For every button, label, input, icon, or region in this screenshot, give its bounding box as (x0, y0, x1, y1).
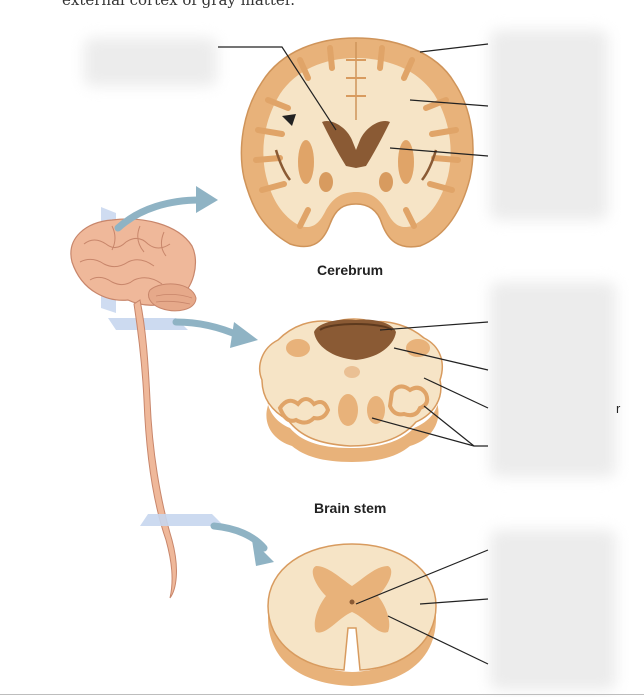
leader-white-matter (409, 99, 489, 107)
whole-brain-illustration (70, 207, 224, 599)
small-spinal-cord (133, 299, 177, 599)
arrow-to-cerebrum (114, 196, 204, 232)
bottom-divider (0, 694, 644, 695)
caption-cerebrum: Cerebrum (317, 262, 384, 278)
leader-lines (218, 43, 489, 665)
label-box-cerebrum-right[interactable] (490, 30, 608, 220)
cerebrum-white-matter (263, 58, 451, 228)
spinal-side (268, 600, 436, 686)
leader-cortex (419, 43, 489, 53)
leader-bs-2 (393, 347, 489, 371)
label-box-left-top[interactable] (84, 38, 217, 86)
spinal-gray-matter (312, 566, 392, 633)
spinal-cord-section (267, 543, 437, 686)
leader-sc-1 (355, 549, 489, 605)
leader-bs-1 (379, 321, 489, 331)
leader-left-top (218, 46, 337, 131)
small-brain (70, 218, 197, 306)
olive-left (277, 397, 331, 425)
olive-right (387, 384, 430, 418)
leader-sc-3 (387, 615, 489, 665)
spinal-section-plane (140, 514, 224, 526)
label-box-spinal-right[interactable] (490, 530, 616, 690)
leader-basal-nuclei (389, 147, 489, 157)
leader-sc-2 (419, 598, 489, 605)
leader-bs-4b (423, 405, 475, 447)
brainstem-section-plane (108, 318, 188, 330)
partial-label-text: r (616, 401, 621, 416)
brainstem-base (266, 382, 439, 462)
cerebrum-section (240, 37, 474, 248)
leader-bs-3 (423, 377, 489, 409)
intro-text: external cortex of gray matter. (62, 0, 296, 9)
small-cerebellum (147, 283, 197, 312)
arrow-to-spinal-cord (210, 522, 268, 552)
lateral-ventricles (322, 120, 390, 168)
caption-brain-stem: Brain stem (314, 500, 387, 516)
fourth-ventricle (314, 319, 396, 360)
brainstem-section (258, 318, 444, 462)
label-box-brainstem-right[interactable] (490, 282, 616, 477)
